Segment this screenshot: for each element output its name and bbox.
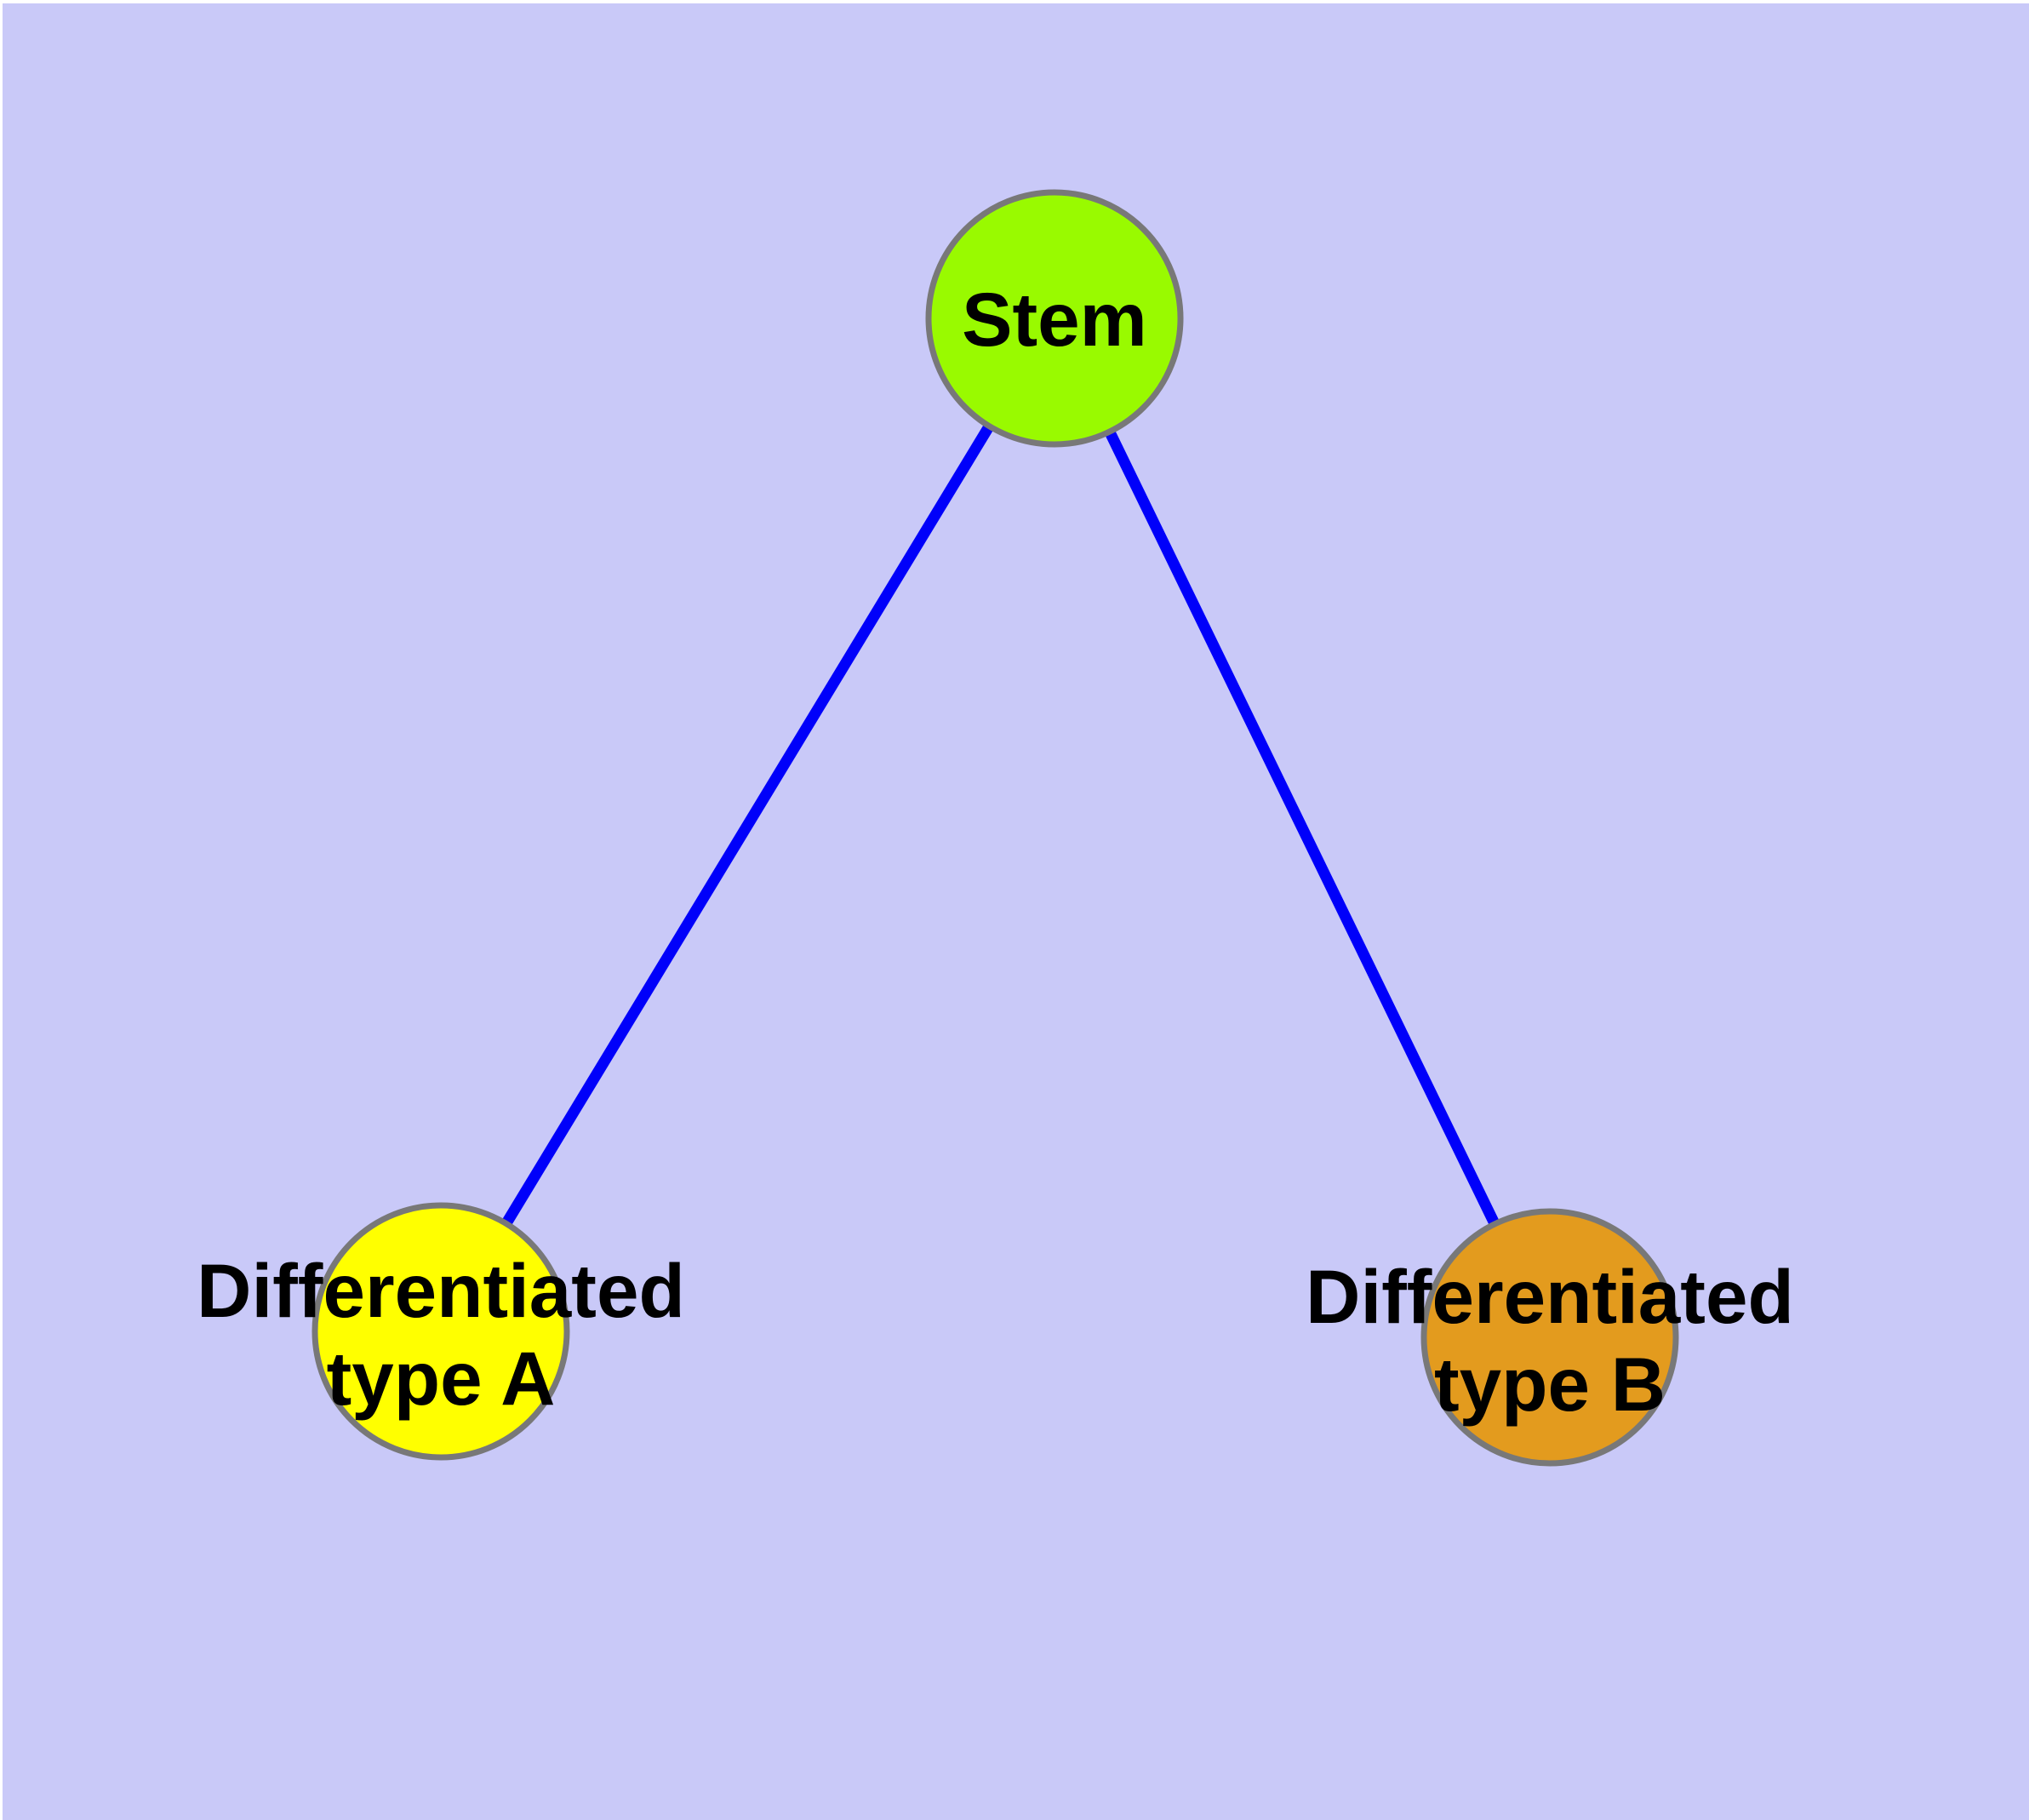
node-type-b-label-line1: Differentiated <box>1306 1254 1794 1339</box>
node-stem <box>925 189 1184 448</box>
node-stem-label: Stem <box>962 277 1147 362</box>
node-type-a-label-line2: type A <box>327 1336 556 1421</box>
node-type-b-label-line2: type B <box>1434 1342 1666 1427</box>
edge-stem-to-type-a <box>436 315 1060 1335</box>
node-differentiated-type-b <box>1420 1208 1679 1467</box>
node-differentiated-type-a <box>311 1202 570 1461</box>
edge-stem-to-type-b <box>1049 316 1555 1340</box>
node-type-a-label-line1: Differentiated <box>197 1248 685 1333</box>
